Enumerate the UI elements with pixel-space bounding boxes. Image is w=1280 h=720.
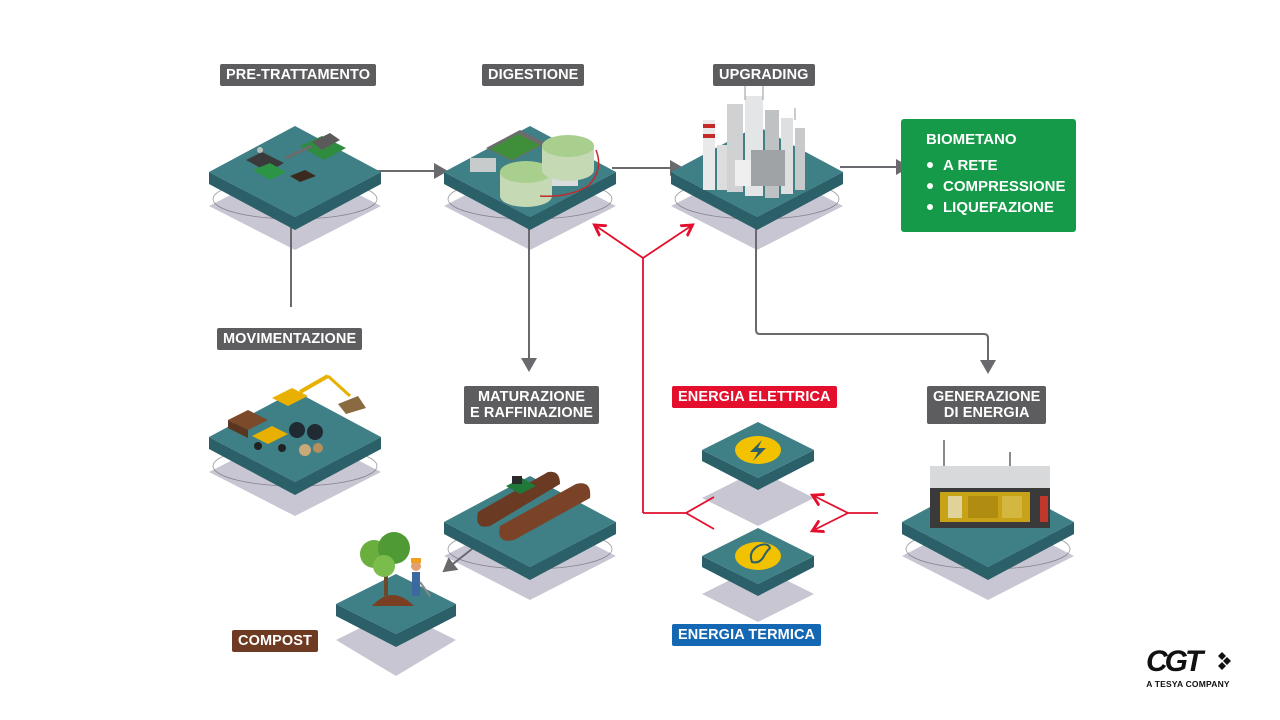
label-upgrading: UPGRADING: [713, 64, 815, 86]
biometano-item-liquefazione: LIQUEFAZIONE: [926, 197, 1076, 218]
label-pretrattamento: PRE-TRATTAMENTO: [220, 64, 377, 86]
tile-energia-termica: [702, 528, 814, 596]
biometano-box: BIOMETANO A RETE COMPRESSIONE LIQUEFAZIO…: [901, 119, 1076, 232]
digester-tank-1: [500, 161, 552, 207]
label-movimentazione: MOVIMENTAZIONE: [217, 328, 363, 350]
label-digestione: DIGESTIONE: [482, 64, 585, 86]
flow-maturazione-compost: [442, 544, 478, 573]
digester-tank-2: [542, 135, 594, 181]
label-energia-termica: ENERGIA TERMICA: [672, 624, 822, 646]
logo-diamond-icon: [1218, 652, 1231, 670]
label-generazione: GENERAZIONE DI ENERGIA: [927, 386, 1047, 424]
energy-arrow-to-upgrading: [642, 226, 691, 259]
biometano-list: A RETE COMPRESSIONE LIQUEFAZIONE: [926, 155, 1076, 218]
label-maturazione: MATURAZIONE E RAFFINAZIONE: [464, 386, 600, 424]
label-energia-elettrica: ENERGIA ELETTRICA: [672, 386, 837, 408]
energy-arrow-to-digestione: [596, 226, 644, 259]
biometano-title: BIOMETANO: [926, 131, 1017, 148]
logo-tagline: A TESYA COMPANY: [1146, 679, 1230, 689]
tile-movimentazione: [209, 374, 381, 495]
label-maturazione-line1: MATURAZIONE: [477, 389, 586, 405]
lightning-icon: [735, 436, 781, 464]
label-maturazione-line2: E RAFFINAZIONE: [470, 405, 594, 421]
tile-upgrading: [671, 84, 843, 230]
tile-generazione: [902, 440, 1074, 580]
flame-icon: [735, 542, 781, 570]
tile-energia-elettrica: [702, 422, 814, 490]
logo-brand: CGT: [1146, 645, 1203, 678]
label-generazione-line2: DI ENERGIA: [943, 405, 1030, 421]
biometano-item-a-rete: A RETE: [926, 155, 1076, 176]
tile-maturazione: [444, 471, 616, 580]
tile-compost: [336, 532, 456, 647]
cgt-logo: CGT A TESYA COMPANY: [1126, 645, 1250, 693]
label-generazione-line1: GENERAZIONE: [933, 389, 1041, 405]
label-compost: COMPOST: [232, 630, 319, 652]
tile-digestione: [444, 126, 616, 230]
process-flow-arrows: [290, 159, 996, 573]
tile-pretrattamento: [209, 126, 381, 230]
flow-upgrading-generazione: [755, 212, 996, 374]
energy-return-arrows: [596, 226, 878, 530]
biometano-item-compressione: COMPRESSIONE: [926, 176, 1076, 197]
